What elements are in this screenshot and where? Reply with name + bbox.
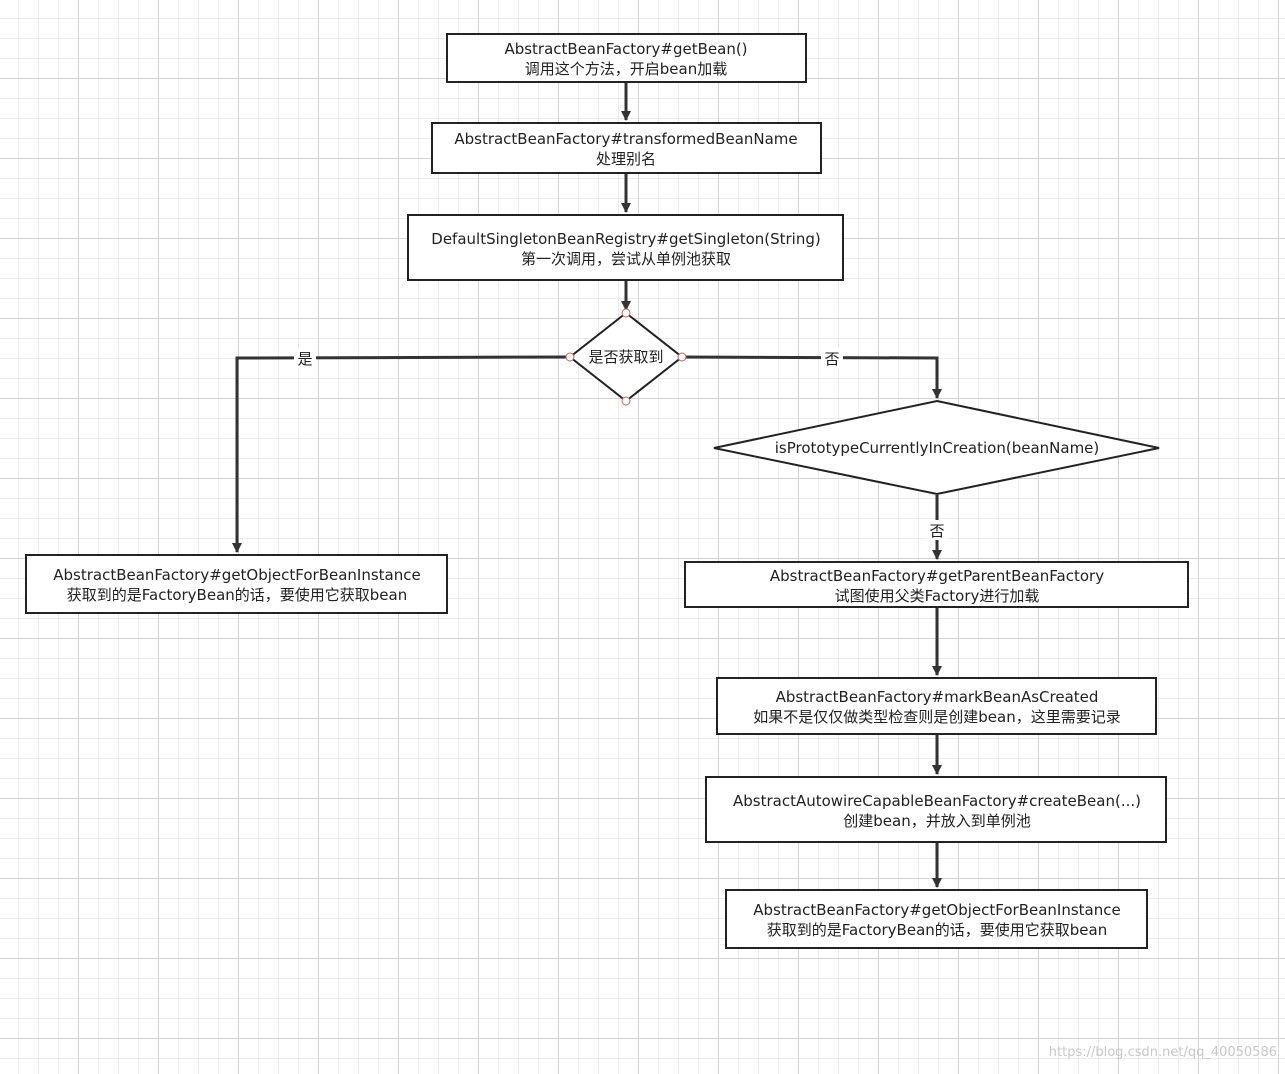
node-get-singleton[interactable]: DefaultSingletonBeanRegistry#getSingleto… bbox=[407, 214, 844, 281]
edge-label-yes: 是 bbox=[297, 350, 312, 368]
node-transform-name[interactable]: AbstractBeanFactory#transformedBeanName … bbox=[431, 122, 822, 174]
edge-decision-no bbox=[681, 355, 942, 399]
node-get-singleton-title: DefaultSingletonBeanRegistry#getSingleto… bbox=[431, 230, 820, 248]
node-create-bean-desc: 创建bean，并放入到单例池 bbox=[843, 812, 1030, 830]
decision-fetched[interactable]: 是否获取到 bbox=[568, 311, 684, 403]
node-parent-factory-title: AbstractBeanFactory#getParentBeanFactory bbox=[770, 567, 1104, 585]
node-object-for-instance-left[interactable]: AbstractBeanFactory#getObjectForBeanInst… bbox=[25, 554, 448, 614]
node-mark-created[interactable]: AbstractBeanFactory#markBeanAsCreated 如果… bbox=[716, 677, 1157, 735]
node-mark-created-title: AbstractBeanFactory#markBeanAsCreated bbox=[776, 688, 1099, 706]
edges bbox=[232, 83, 942, 888]
decision-prototype-label: isPrototypeCurrentlyInCreation(beanName) bbox=[775, 439, 1100, 457]
watermark: https://blog.csdn.net/qq_40050586 bbox=[1048, 1045, 1277, 1060]
node-get-bean[interactable]: AbstractBeanFactory#getBean() 调用这个方法，开启b… bbox=[446, 33, 807, 83]
edge-label-no: 否 bbox=[824, 350, 839, 368]
node-object-for-instance-left-desc: 获取到的是FactoryBean的话，要使用它获取bean bbox=[67, 586, 407, 604]
decision-fetched-label: 是否获取到 bbox=[588, 348, 663, 366]
edge-decision-yes bbox=[232, 355, 571, 553]
node-create-bean[interactable]: AbstractAutowireCapableBeanFactory#creat… bbox=[705, 776, 1167, 843]
node-mark-created-desc: 如果不是仅仅做类型检查则是创建bean，这里需要记录 bbox=[753, 708, 1120, 726]
node-create-bean-title: AbstractAutowireCapableBeanFactory#creat… bbox=[733, 792, 1141, 810]
node-get-singleton-desc: 第一次调用，尝试从单例池获取 bbox=[521, 250, 731, 268]
node-object-for-instance-right-desc: 获取到的是FactoryBean的话，要使用它获取bean bbox=[767, 921, 1107, 939]
node-transform-name-desc: 处理别名 bbox=[596, 150, 656, 168]
edge-labels: 是 否 否 bbox=[294, 348, 948, 540]
node-parent-factory-desc: 试图使用父类Factory进行加载 bbox=[835, 587, 1040, 605]
decision-prototype[interactable]: isPrototypeCurrentlyInCreation(beanName) bbox=[713, 399, 1160, 496]
node-transform-name-title: AbstractBeanFactory#transformedBeanName bbox=[454, 130, 797, 148]
node-get-bean-title: AbstractBeanFactory#getBean() bbox=[504, 40, 747, 58]
edge-label-no-2: 否 bbox=[929, 522, 944, 540]
node-get-bean-desc: 调用这个方法，开启bean加载 bbox=[525, 60, 727, 78]
node-object-for-instance-left-title: AbstractBeanFactory#getObjectForBeanInst… bbox=[53, 566, 421, 584]
node-object-for-instance-right-title: AbstractBeanFactory#getObjectForBeanInst… bbox=[753, 901, 1121, 919]
node-object-for-instance-right[interactable]: AbstractBeanFactory#getObjectForBeanInst… bbox=[725, 889, 1148, 949]
decision-ports bbox=[565, 308, 687, 406]
node-parent-factory[interactable]: AbstractBeanFactory#getParentBeanFactory… bbox=[684, 561, 1189, 608]
